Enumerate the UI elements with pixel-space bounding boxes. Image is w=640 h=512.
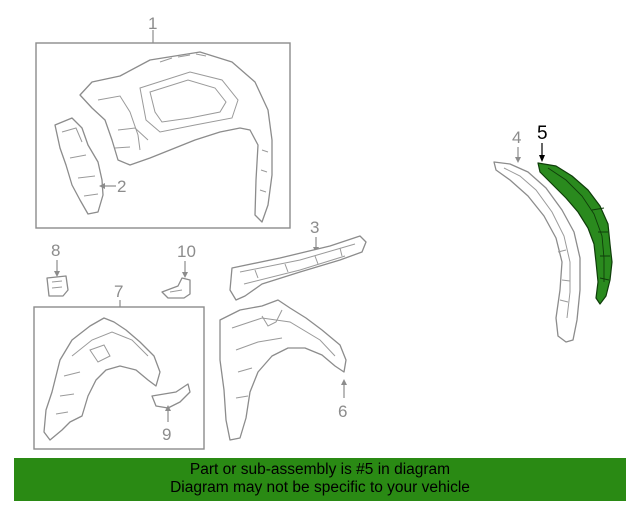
callout-10[interactable]: 10 [177,242,196,261]
callout-8[interactable]: 8 [51,241,60,260]
part-5-highlighted-pillar[interactable] [537,162,613,305]
part-4-pillar[interactable] [493,161,581,343]
part-3-group: 3 [229,218,367,301]
part-5-group: 5 [537,123,613,305]
part-6-group: 6 [219,299,347,441]
banner-line-2: Diagram may not be specific to your vehi… [170,479,470,496]
part-1-quarter-inner-panel[interactable] [79,51,273,223]
banner-line-1: Part or sub-assembly is #5 in diagram [189,461,451,478]
callout-2[interactable]: 2 [117,177,126,196]
part-6-wheelhouse-outer[interactable] [219,299,347,441]
callout-6[interactable]: 6 [338,402,347,421]
part-10-bracket[interactable] [161,277,191,299]
part-9-bracket[interactable] [151,383,191,409]
part-3-rail[interactable] [229,235,367,301]
callout-4[interactable]: 4 [512,128,521,147]
part-8-bracket[interactable] [46,275,69,297]
part-7-group: 7 9 [33,282,205,450]
info-banner: Part or sub-assembly is #5 in diagram Di… [14,458,626,501]
part-7-wheelhouse-inner[interactable] [43,317,161,441]
part-7-box [33,306,205,450]
part-10-group: 10 [161,242,196,299]
callout-1[interactable]: 1 [148,14,157,33]
callout-9[interactable]: 9 [162,425,171,444]
part-4-group: 4 [493,128,581,343]
part-8-group: 8 [46,241,69,297]
callout-3[interactable]: 3 [310,218,319,237]
callout-5[interactable]: 5 [537,123,548,144]
part-1-box [35,42,291,229]
part-1-group: 1 2 [35,14,291,229]
part-2-bracket[interactable] [54,117,104,215]
callout-7[interactable]: 7 [114,282,123,301]
